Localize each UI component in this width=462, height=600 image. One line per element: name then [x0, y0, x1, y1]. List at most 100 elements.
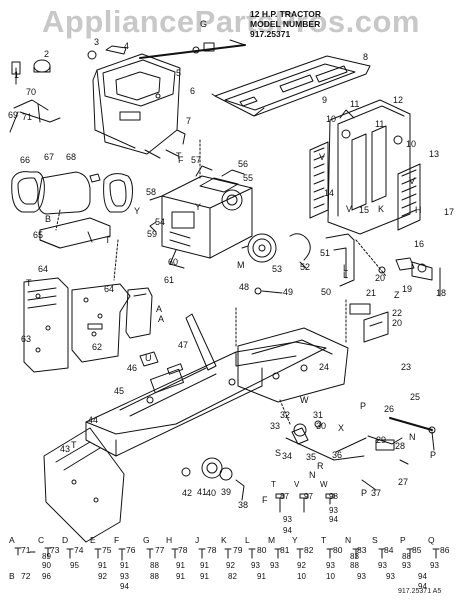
- legend-sub-number: 91: [200, 561, 209, 570]
- part-callout: 5: [176, 68, 181, 78]
- part-callout: A: [158, 314, 164, 324]
- legend-sub-number: 91: [120, 561, 129, 570]
- part-callout: 11: [350, 99, 359, 109]
- legend-letter: Y: [292, 535, 298, 545]
- legend-sub-number: 83: [350, 552, 359, 561]
- legend-letter: T: [321, 535, 326, 545]
- bolt-callout: 94: [329, 515, 338, 524]
- side-screens: [309, 141, 421, 231]
- part-callout: 15: [359, 205, 369, 215]
- legend-letter: J: [195, 535, 199, 545]
- legend-sub-number: 10: [297, 572, 306, 581]
- part-callout: F: [178, 155, 184, 165]
- part-callout: 20: [375, 273, 385, 283]
- legend-letter: S: [372, 535, 378, 545]
- part-callout: 57: [191, 155, 201, 165]
- legend-sub-number: 91: [257, 572, 266, 581]
- legend-sub-number: 93: [430, 561, 439, 570]
- part-callout: A: [156, 304, 162, 314]
- engine-bolt: [254, 287, 283, 295]
- legend-sub-number: 93: [326, 561, 335, 570]
- steering-hub-parts: [11, 45, 127, 85]
- part-callout: 70: [26, 87, 36, 97]
- part-callout: 12: [393, 95, 403, 105]
- legend-sub-number: 91: [176, 572, 185, 581]
- part-callout: B: [45, 214, 51, 224]
- part-callout: 24: [319, 362, 329, 372]
- legend-sub-number: 88: [150, 561, 159, 570]
- legend-sub-number: 93: [270, 561, 279, 570]
- legend-part-number: 81: [280, 545, 290, 555]
- legend-letter: A: [9, 535, 15, 545]
- tank-bracket: [39, 217, 111, 249]
- part-callout: 1: [14, 70, 19, 80]
- legend-sub-number: 89: [42, 552, 51, 561]
- legend-sub-number: 88: [402, 552, 411, 561]
- legend-sub-number: 92: [98, 572, 107, 581]
- legend-letter: M: [268, 535, 275, 545]
- legend-part-number: 76: [126, 545, 136, 555]
- part-callout: 53: [272, 264, 282, 274]
- part-callout: 43: [60, 444, 70, 454]
- legend-sub-number: 92: [226, 561, 235, 570]
- part-callout: 19: [402, 284, 412, 294]
- legend-part-number: 82: [304, 545, 314, 555]
- leader-lines: [55, 139, 387, 425]
- part-callout: 40: [206, 488, 216, 498]
- legend-part-number: 72: [21, 571, 31, 581]
- part-callout: 69: [8, 110, 18, 120]
- part-callout: 47: [178, 340, 188, 350]
- legend-sub-number: 88: [150, 572, 159, 581]
- part-callout: 9: [322, 95, 327, 105]
- part-callout: 30: [316, 421, 326, 431]
- part-callout: 22: [392, 308, 402, 318]
- legend-letter: H: [166, 535, 172, 545]
- part-callout: 28: [395, 441, 405, 451]
- part-callout: 68: [66, 152, 76, 162]
- engine: [149, 165, 253, 269]
- legend-sub-number: 93: [402, 561, 411, 570]
- bolt-callout: 98: [329, 492, 338, 501]
- legend-sub-number: 93: [378, 561, 387, 570]
- legend-part-number: 80: [257, 545, 267, 555]
- drag-link: [389, 417, 436, 451]
- legend-part-number: 78: [207, 545, 217, 555]
- part-callout: 63: [21, 334, 31, 344]
- part-callout: 61: [164, 275, 174, 285]
- part-callout: 54: [155, 217, 165, 227]
- part-callout: 35: [306, 452, 316, 462]
- part-callout: 51: [320, 248, 330, 258]
- steering-shaft: [139, 39, 246, 59]
- part-callout: 3: [94, 37, 99, 47]
- legend-sub-number: 90: [42, 561, 51, 570]
- part-callout: 13: [429, 149, 439, 159]
- part-callout: 39: [221, 487, 231, 497]
- bolt-callout: 93: [283, 515, 292, 524]
- part-callout: T: [105, 235, 111, 245]
- rear-frame-panel: [237, 327, 349, 403]
- part-callout: U: [145, 353, 152, 363]
- part-callout: 66: [20, 155, 30, 165]
- legend-part-number: 78: [178, 545, 188, 555]
- legend-letter: E: [90, 535, 96, 545]
- legend-part-number: 85: [412, 545, 422, 555]
- part-callout: 2: [44, 49, 49, 59]
- model-title-line2: MODEL NUMBER: [250, 19, 321, 29]
- legend-letter: D: [62, 535, 68, 545]
- legend-letter: Q: [428, 535, 435, 545]
- bolt-callout: 97: [304, 492, 313, 501]
- part-callout: V: [319, 152, 325, 162]
- part-callout: 31: [313, 410, 323, 420]
- part-callout: N: [309, 470, 316, 480]
- part-callout: 64: [104, 284, 114, 294]
- hardware-bolts: [275, 493, 335, 513]
- legend-letter: G: [143, 535, 150, 545]
- legend-part-number: 83: [357, 545, 367, 555]
- part-callout: 58: [146, 187, 156, 197]
- part-callout: 11: [375, 119, 384, 129]
- part-callout: 33: [270, 421, 280, 431]
- grille-panel: [327, 99, 411, 235]
